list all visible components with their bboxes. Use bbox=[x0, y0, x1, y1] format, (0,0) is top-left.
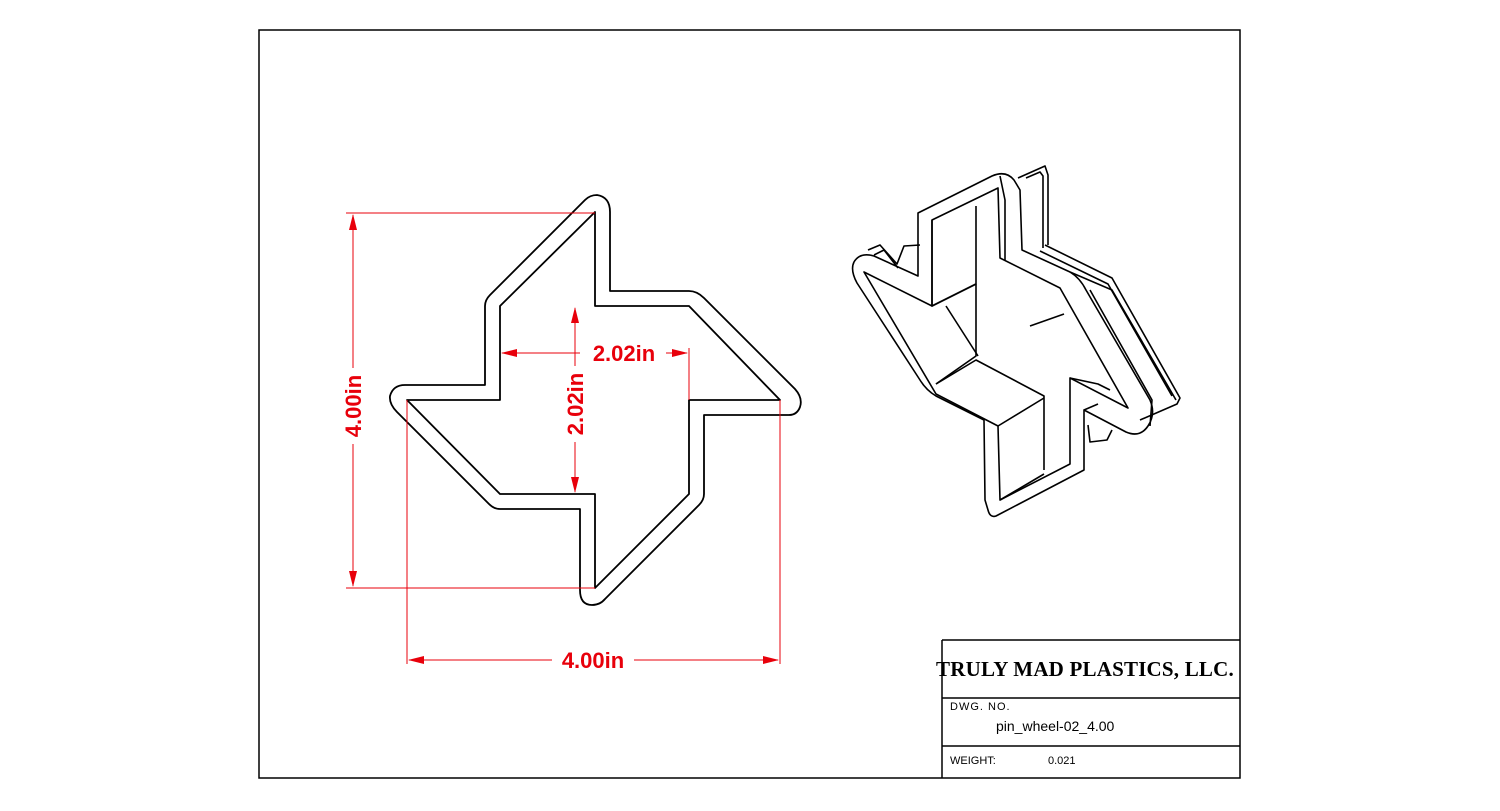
pinwheel-inner-outline bbox=[406, 211, 781, 589]
weight-label: WEIGHT: bbox=[950, 755, 996, 767]
dimensions bbox=[346, 212, 781, 664]
company-name: TRULY MAD PLASTICS, LLC. bbox=[936, 657, 1234, 681]
front-view-pinwheel bbox=[388, 194, 802, 606]
dwg-no-label: DWG. NO. bbox=[950, 701, 1011, 713]
overall-height-label: 4.00in bbox=[341, 375, 366, 437]
inner-width-label: 2.02in bbox=[593, 341, 655, 366]
overall-width-label: 4.00in bbox=[562, 648, 624, 673]
pinwheel-outer-outline bbox=[388, 194, 802, 606]
sheet-border bbox=[258, 29, 1241, 779]
isometric-outer-rim bbox=[851, 172, 1154, 518]
inner-height-label: 2.02in bbox=[563, 373, 588, 435]
dwg-no-value: pin_wheel-02_4.00 bbox=[996, 718, 1115, 734]
isometric-inner-rim bbox=[863, 187, 1129, 501]
title-block bbox=[941, 639, 1240, 778]
isometric-view bbox=[851, 165, 1181, 518]
weight-value: 0.021 bbox=[1048, 755, 1076, 767]
